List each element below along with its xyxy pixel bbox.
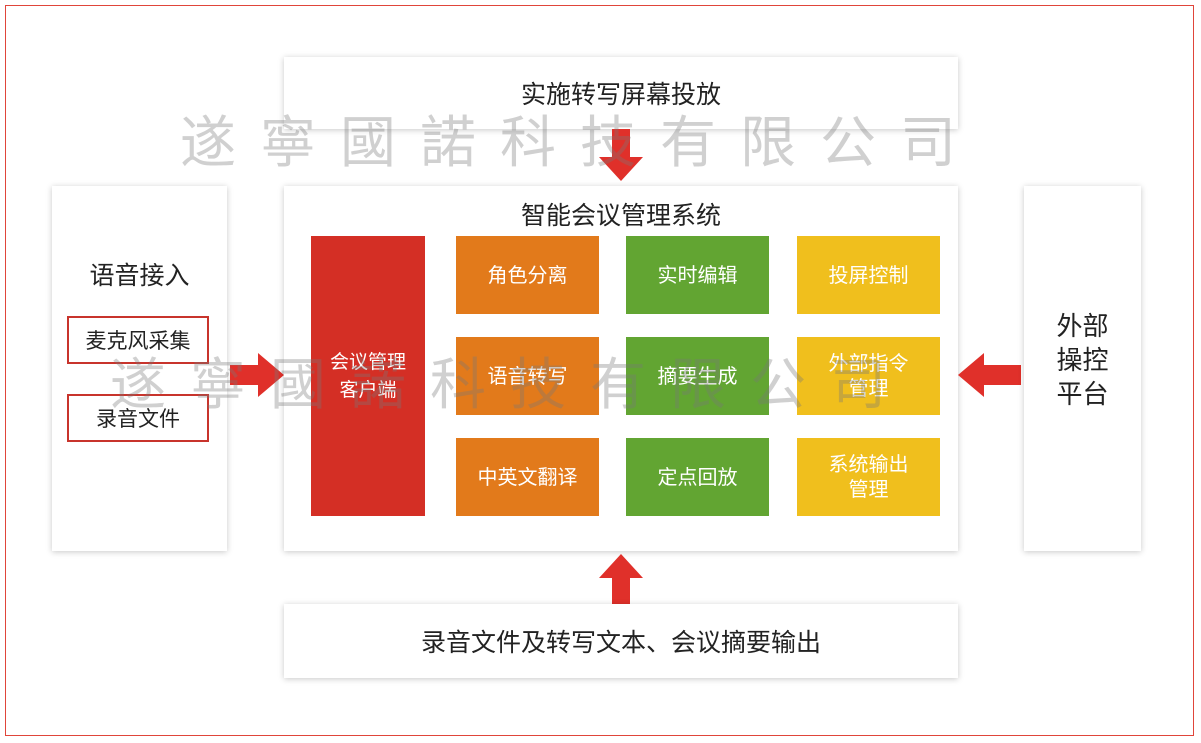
module-point-playback: 定点回放 — [626, 438, 769, 516]
module-label: 摘要生成 — [657, 363, 738, 388]
module-speech-transcription: 语音转写 — [456, 337, 599, 415]
arrow-right-head — [258, 353, 284, 397]
module-label: 管理 — [848, 477, 889, 501]
arrow-up-head — [599, 554, 643, 578]
module-cn-en-translation: 中英文翻译 — [456, 438, 599, 516]
microphone-capture-box: 麦克风采集 — [67, 316, 209, 364]
module-label: 角色分离 — [487, 262, 568, 287]
module-role-separation: 角色分离 — [456, 236, 599, 314]
module-realtime-edit: 实时编辑 — [626, 236, 769, 314]
module-label: 管理 — [848, 376, 889, 400]
module-label: 实时编辑 — [657, 262, 738, 287]
output-box: 录音文件及转写文本、会议摘要输出 — [284, 604, 958, 678]
voice-input-panel: 语音接入 麦克风采集 录音文件 — [52, 186, 227, 551]
arrow-up-shaft — [612, 576, 630, 604]
title-line: 外部 — [1056, 312, 1109, 342]
module-screen-control: 投屏控制 — [797, 236, 940, 314]
module-label: 系统输出 — [828, 452, 909, 476]
title-line: 操控 — [1056, 346, 1109, 376]
recording-file-box: 录音文件 — [67, 394, 209, 442]
module-external-command: 外部指令 管理 — [797, 337, 940, 415]
system-title: 智能会议管理系统 — [520, 201, 721, 230]
client-line-1: 会议管理 — [329, 351, 406, 373]
external-control-panel: 外部 操控 平台 — [1024, 186, 1141, 551]
voice-input-title: 语音接入 — [89, 261, 190, 290]
microphone-capture-label: 麦克风采集 — [85, 329, 191, 353]
meeting-client-block: 会议管理 客户端 — [311, 236, 425, 516]
module-label: 语音转写 — [487, 363, 568, 388]
screen-projection-label: 实施转写屏幕投放 — [520, 80, 721, 109]
arrow-right-shaft — [230, 365, 260, 385]
smart-meeting-system-panel: 智能会议管理系统 会议管理 客户端 角色分离 实时编辑 投屏控制 语音转写 摘要… — [284, 186, 958, 551]
output-label: 录音文件及转写文本、会议摘要输出 — [420, 628, 821, 657]
module-label: 定点回放 — [657, 464, 738, 489]
title-line: 平台 — [1056, 380, 1109, 410]
arrow-left-shaft — [983, 365, 1021, 385]
client-line-2: 客户端 — [339, 379, 397, 401]
module-label: 投屏控制 — [828, 262, 909, 287]
outer-frame — [5, 5, 1194, 736]
screen-projection-box: 实施转写屏幕投放 — [284, 57, 958, 129]
module-label: 外部指令 — [828, 351, 909, 375]
arrow-down-head — [599, 157, 643, 181]
module-summary-generation: 摘要生成 — [626, 337, 769, 415]
module-label: 中英文翻译 — [477, 464, 578, 489]
external-control-title: 外部 操控 平台 — [1024, 310, 1141, 412]
module-system-output: 系统输出 管理 — [797, 438, 940, 516]
arrow-down-shaft — [612, 129, 630, 159]
recording-file-label: 录音文件 — [96, 407, 180, 431]
arrow-left-head — [958, 353, 984, 397]
